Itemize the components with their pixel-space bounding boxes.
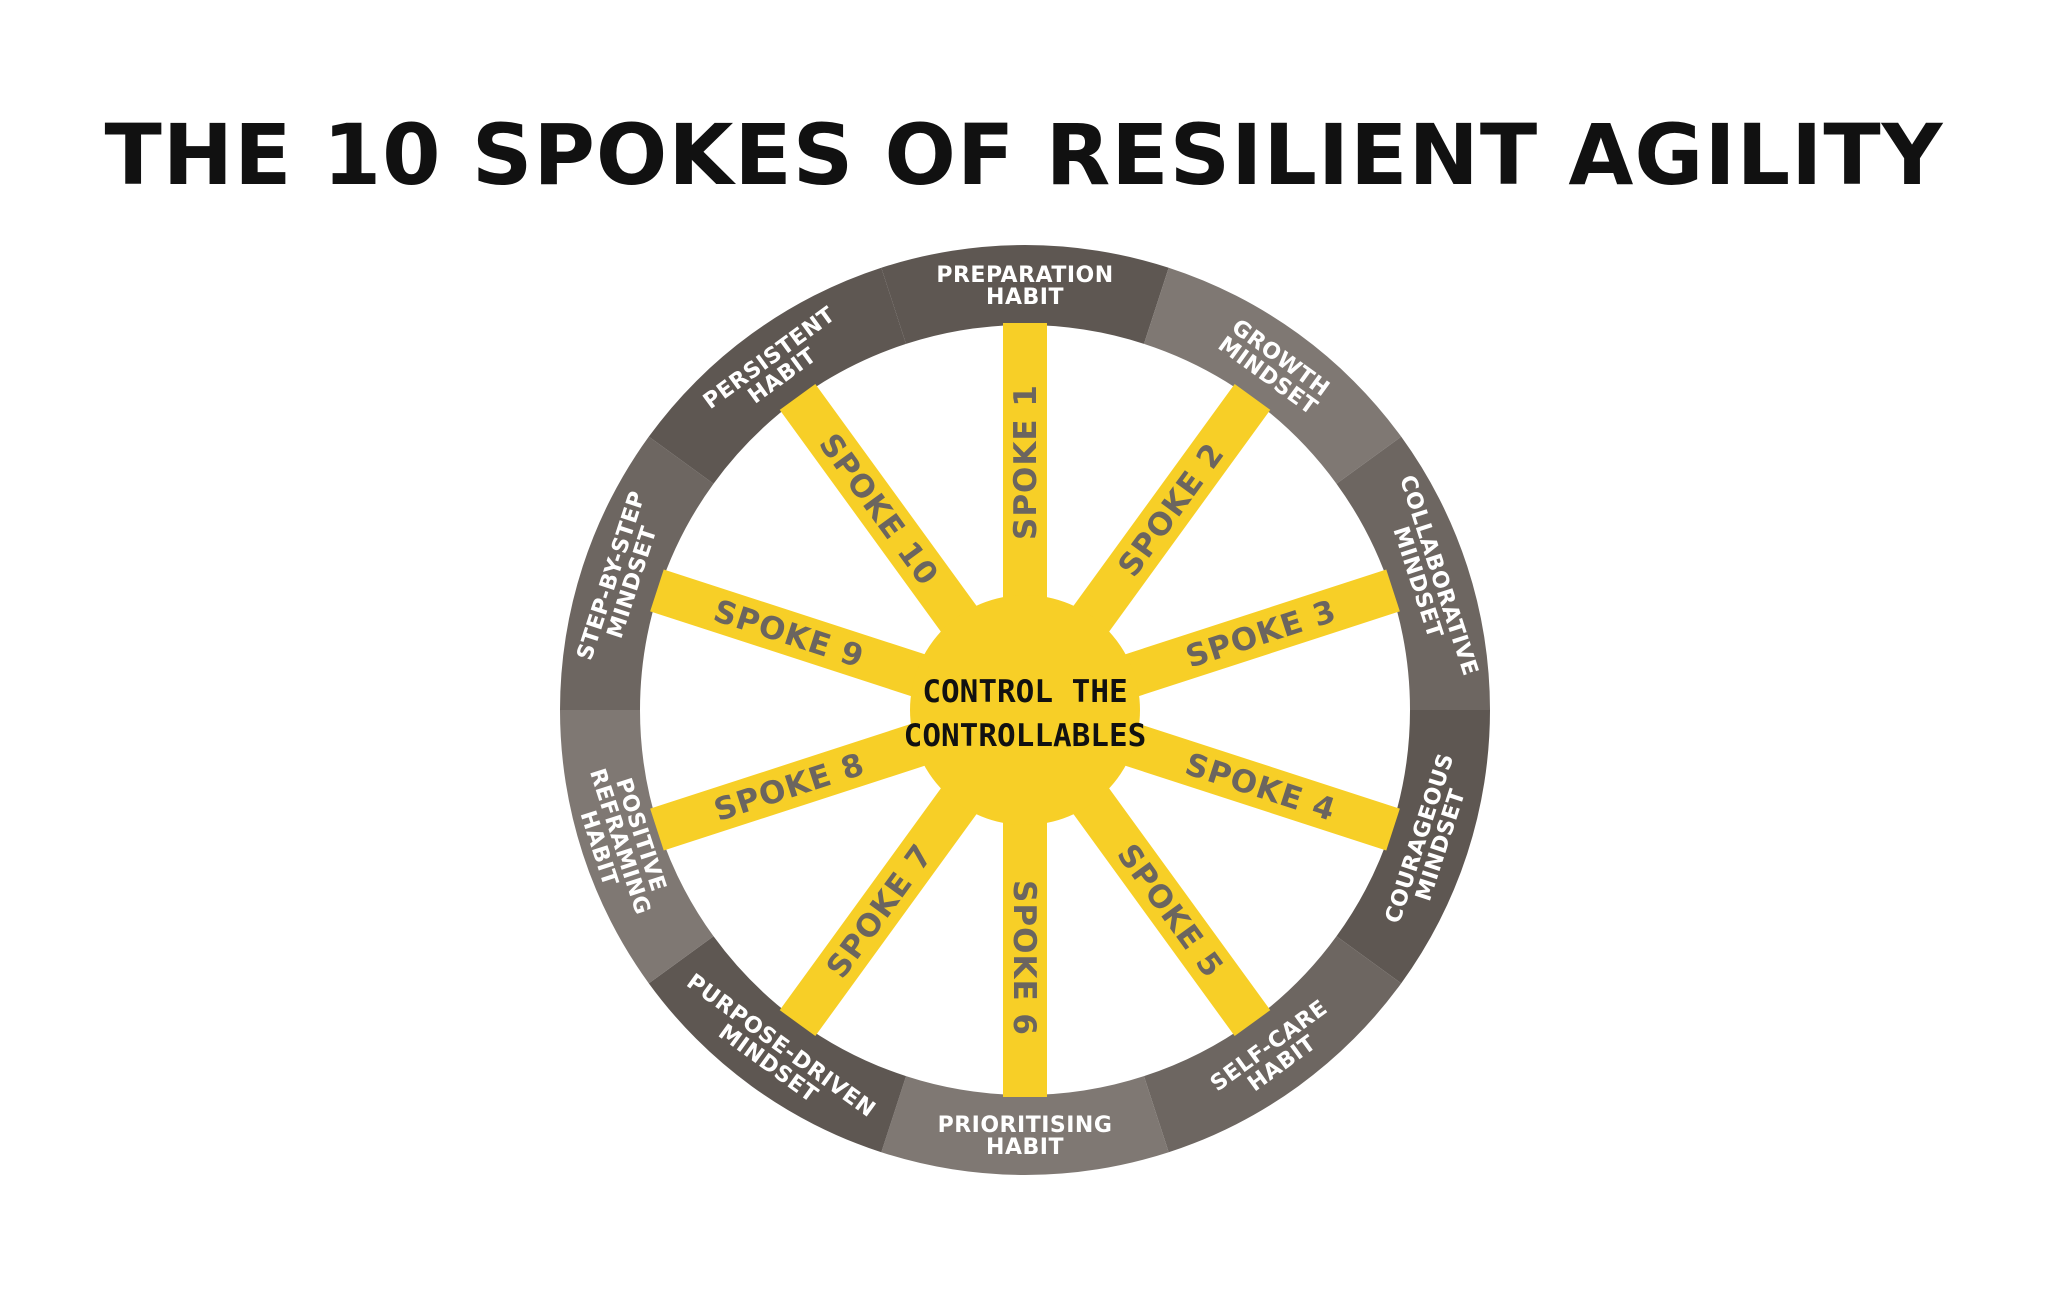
rim-label-1-line-1: PREPARATION	[936, 263, 1113, 288]
rim-label-6-line-1: PRIORITISING	[938, 1113, 1113, 1138]
rim-segment-5	[1143, 936, 1402, 1153]
spoke-label-5: SPOKE 5	[1110, 838, 1231, 985]
spoke-label-9: SPOKE 9	[709, 593, 868, 675]
spoke-label-10: SPOKE 10	[811, 427, 945, 593]
spoke-label-4: SPOKE 4	[1181, 746, 1340, 828]
wheel-rim: PREPARATIONHABITGROWTHMINDSETCOLLABORATI…	[560, 245, 1490, 1176]
hub-label-line-1: CONTROL THE	[922, 674, 1127, 710]
rim-label-6-line-2: HABIT	[986, 1135, 1064, 1160]
rim-segment-3	[1336, 436, 1490, 710]
spoke-label-8: SPOKE 8	[710, 746, 869, 828]
rim-segment-6	[881, 1076, 1169, 1176]
rim-segment-8	[560, 710, 714, 984]
spoke-label-1: SPOKE 1	[1008, 384, 1044, 540]
spoke-label-3: SPOKE 3	[1181, 593, 1340, 675]
page-title: THE 10 SPOKES OF RESILIENT AGILITY	[104, 106, 1944, 204]
spoke-label-2: SPOKE 2	[1111, 436, 1232, 583]
rim-segment-9	[560, 436, 714, 710]
rim-segment-1	[881, 245, 1169, 344]
rim-segment-10	[648, 267, 907, 484]
rim-label-1-line-2: HABIT	[986, 285, 1064, 310]
rim-segment-7	[648, 936, 907, 1153]
rim-segment-4	[1336, 710, 1490, 984]
rim-segment-2	[1143, 267, 1402, 484]
spoke-label-6: SPOKE 6	[1006, 880, 1042, 1036]
hub-label-line-2: CONTROLLABLES	[904, 718, 1147, 754]
hub-circle	[910, 595, 1140, 825]
spoke-label-7: SPOKE 7	[820, 838, 941, 985]
wheel-hub: CONTROL THE CONTROLLABLES	[904, 595, 1147, 825]
